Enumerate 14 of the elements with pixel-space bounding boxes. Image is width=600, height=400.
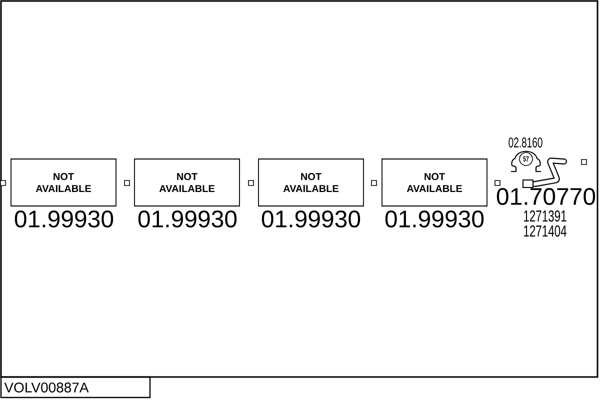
part-number: 02.8160 (508, 138, 542, 148)
part-number: 01.99930 (262, 210, 360, 228)
part-number: 01.99930 (385, 210, 484, 228)
part-box: NOT AVAILABLE (10, 158, 116, 206)
reference-number: 1271404 (524, 225, 566, 237)
pipe-drawing (522, 158, 567, 188)
title-box: VOLV00887A (0, 376, 151, 398)
reference-number: 1271391 (524, 210, 566, 222)
part-box: NOT AVAILABLE (134, 158, 240, 206)
part-number: 01.99930 (14, 210, 114, 228)
part-number: 01.99930 (138, 210, 237, 228)
part-number: 01.70770 (496, 188, 596, 205)
part-box: NOT AVAILABLE (258, 158, 364, 206)
part-box: NOT AVAILABLE (382, 158, 488, 206)
